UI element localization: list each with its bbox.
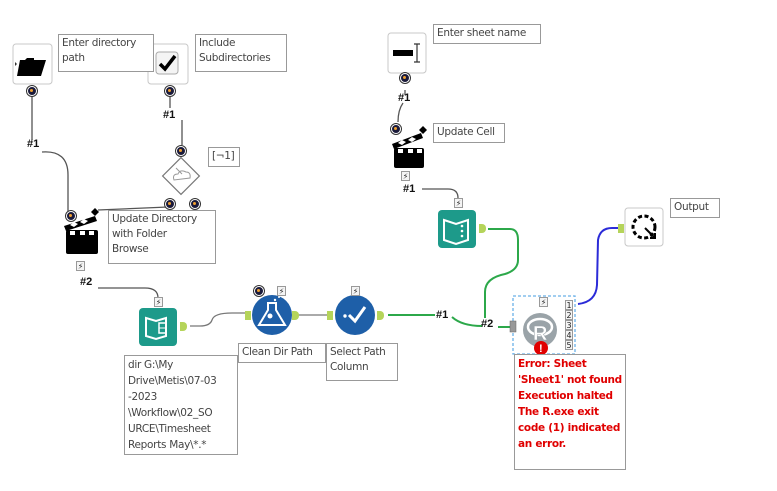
clapperboard-icon [64,216,98,254]
r-logo-icon: R [533,323,548,345]
output-macro-input-anchor[interactable] [618,224,624,233]
formula-bolt-icon[interactable]: ⚡ [277,286,286,296]
connection-label: #1 [398,92,411,104]
connection-label: #2 [481,318,494,330]
connection-update-cell-to-sheet-input [422,188,459,199]
textbox-question-anchor[interactable] [400,73,410,83]
connection-dir-input-to-formula [190,312,246,327]
select-annotation: Select Path Column [326,343,398,381]
checkmark-icon [347,306,367,324]
condition-true-anchor[interactable] [165,199,175,209]
output-annotation: Output [670,198,720,218]
formula-tool[interactable] [252,295,292,335]
directory-input-tool[interactable] [139,308,177,346]
directory-input-annotation: dir G:\My Drive\Metis\07-03 -2023 \Workf… [124,355,238,455]
sheet-input-bolt-icon[interactable]: ⚡ [454,198,463,208]
formula-question-anchor[interactable] [254,286,264,296]
r-output-2[interactable]: 2 [565,310,573,320]
weather-icon [173,170,191,181]
condition-false-anchor[interactable] [190,199,200,209]
connection-condition-to-update-dir [97,206,169,211]
update-dir-input-anchor[interactable] [66,211,76,221]
sheet-input-tool[interactable] [438,210,476,248]
clapperboard-icon [392,133,424,168]
r-tool-error-annotation: Error: Sheet 'Sheet1' not found Executio… [514,354,626,470]
update-directory-annotation: Update Directory with Folder Browse [108,210,216,264]
action-update-cell-tool[interactable] [392,126,427,168]
connection-label: #1 [436,309,449,321]
checkmark-icon [158,54,177,72]
r-output-3[interactable]: 3 [565,320,573,330]
checkbox-question-anchor[interactable] [165,86,175,96]
folder-browse-annotation: Enter directory path [58,34,154,72]
connection-label: #2 [80,276,93,288]
svg-text:!: ! [539,343,543,355]
error-icon [534,341,548,355]
formula-annotation: Clean Dir Path [238,343,326,363]
sheet-input-output-anchor[interactable] [479,224,486,233]
text-cursor-icon [414,43,420,63]
formula-output-anchor[interactable] [292,311,299,320]
folder-question-anchor[interactable] [27,86,37,96]
check-box-tool[interactable] [147,43,189,85]
action-update-directory-tool[interactable] [64,208,99,254]
text-box-annotation: Enter sheet name [433,24,541,44]
connection-update-dir-to-dir-input [98,287,159,299]
gear-arrow-icon [644,227,656,239]
r-output-anchors: 1 2 3 4 5 [565,300,573,350]
select-bolt-icon[interactable]: ⚡ [351,286,360,296]
dir-input-output-anchor[interactable] [180,322,187,331]
text-box-tool[interactable] [387,32,427,74]
select-output-anchor[interactable] [377,311,384,320]
connection-select-to-r [388,314,512,328]
connection-label: #1 [403,183,416,195]
output-macro-tool[interactable] [624,207,664,247]
r-output-1[interactable]: 1 [565,300,573,310]
select-input-anchor[interactable] [327,311,333,320]
update-cell-input-anchor[interactable] [391,124,401,134]
r-output-5[interactable]: 5 [565,340,573,350]
update-cell-annotation: Update Cell [433,123,505,143]
book-icon [443,218,469,246]
book-icon [145,316,167,341]
r-tool-bolt-icon[interactable]: ⚡ [539,297,548,307]
folder-browse-tool[interactable] [12,43,53,85]
flask-icon [257,302,287,326]
r-output-4[interactable]: 4 [565,330,573,340]
connection-label: #1 [27,138,40,150]
connection-folder-to-update-dir [31,93,69,212]
connection-label: #1 [163,109,176,121]
folder-icon [17,58,46,76]
condition-annotation: [¬1] [208,147,240,167]
dir-input-bolt-icon[interactable]: ⚡ [154,297,163,307]
condition-input-anchor[interactable] [176,146,186,156]
connection-r-to-output [577,227,620,305]
condition-tool[interactable] [161,156,201,196]
formula-input-anchor[interactable] [245,311,251,320]
update-dir-bolt-icon[interactable]: ⚡ [76,261,85,271]
check-box-annotation: Include Subdirectories [195,34,287,72]
connection-sheet-input-to-r [484,228,519,318]
update-cell-bolt-icon[interactable]: ⚡ [401,171,410,181]
select-tool[interactable] [335,295,375,335]
connection-textbox-to-update-cell [397,90,406,123]
